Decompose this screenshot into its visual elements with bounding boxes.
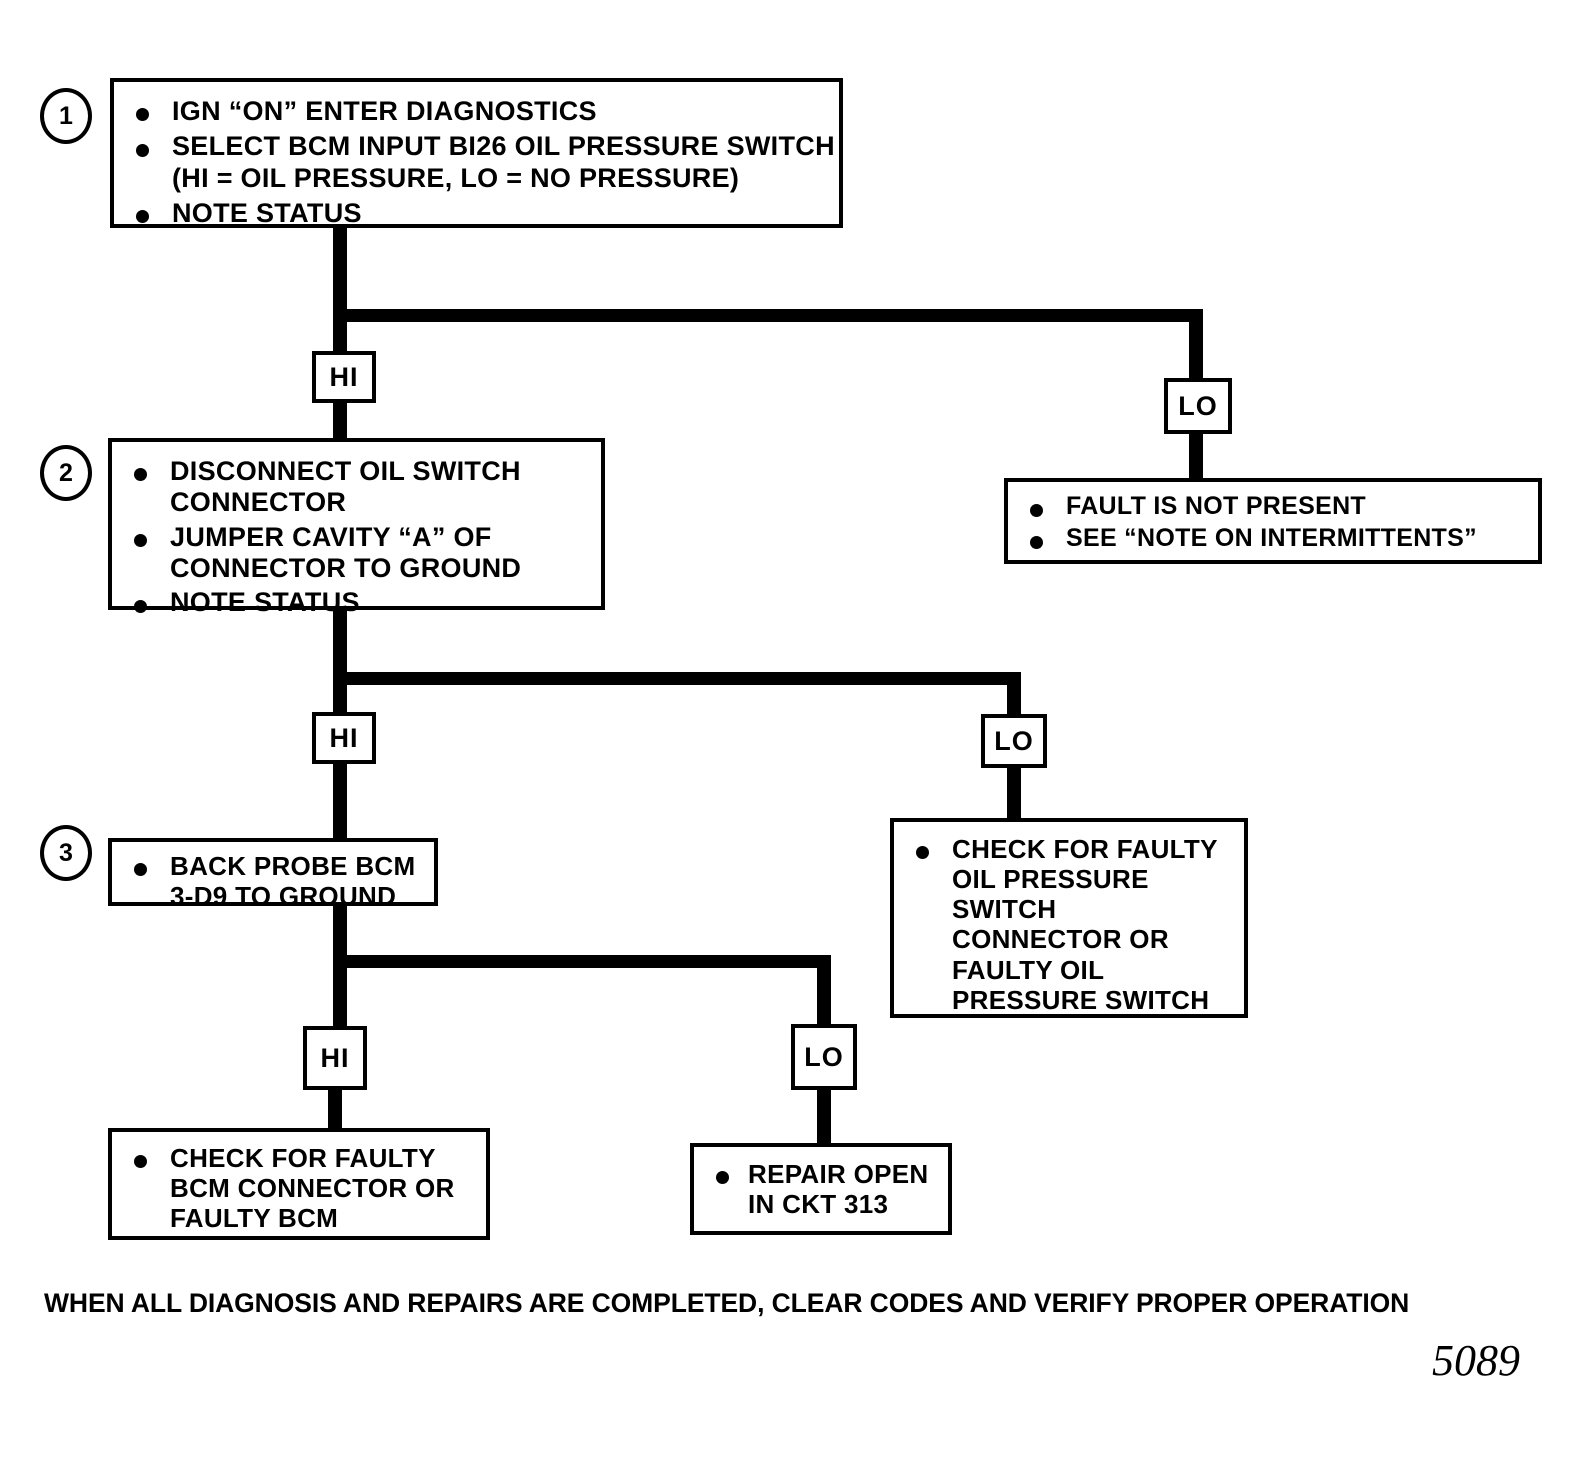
connector-branch2-horizontal [333,672,1021,685]
step-marker-2: 2 [40,445,92,501]
box-step-1-line: (HI = OIL PRESSURE, LO = NO PRESSURE) [172,162,740,193]
box-step-2: DISCONNECT OIL SWITCH CONNECTOR JUMPER C… [108,438,605,617]
connector-step2-down [333,608,347,688]
box-fault-not-present: FAULT IS NOT PRESENT SEE “NOTE ON INTERM… [1004,478,1542,564]
box-fault-line: SEE “NOTE ON INTERMITTENTS” [1008,524,1538,553]
connector-lo3-below [817,1087,831,1149]
connector-step1-down [333,226,347,322]
step-marker-3: 3 [40,825,92,881]
connector-hi1-below [333,400,347,446]
box-repair-open-line: IN CKT 313 [748,1189,889,1220]
box-faulty-bcm-line: CHECK FOR FAULTY [112,1143,486,1173]
box-step-2-line: JUMPER CAVITY “A” OF [112,522,601,553]
box-fault-line: FAULT IS NOT PRESENT [1008,492,1538,521]
box-oil-switch-line: CONNECTOR OR [952,924,1169,955]
connector-branch1-right-leg [1189,309,1203,381]
step-number-3: 3 [59,838,73,867]
box-oil-switch-line: FAULTY OIL [952,954,1105,985]
connector-branch2-right-leg [1007,672,1021,718]
tag-lo-1: LO [1164,378,1232,434]
tag-hi-2: HI [312,712,376,764]
connector-lo1-below [1189,431,1203,483]
step-number-2: 2 [59,458,73,487]
box-step-3: BACK PROBE BCM 3-D9 TO GROUND [108,838,438,911]
box-step-2-line: CONNECTOR [170,487,347,518]
connector-hi3-above [333,965,347,1031]
connector-hi2-above [333,683,347,717]
box-step-2-line: DISCONNECT OIL SWITCH [112,456,601,487]
connector-branch1-horizontal [333,309,1203,322]
figure-number: 5089 [1432,1336,1520,1385]
box-step-2-line: CONNECTOR TO GROUND [170,552,522,583]
tag-hi-3: HI [303,1026,367,1090]
box-step-3-line: 3-D9 TO GROUND [170,881,397,912]
box-step-2-line: NOTE STATUS [112,587,601,618]
connector-branch3-horizontal [333,955,831,968]
box-step-1-line: SELECT BCM INPUT BI26 OIL PRESSURE SWITC… [114,131,839,162]
box-oil-switch-line: PRESSURE SWITCH [952,984,1210,1015]
tag-lo-2: LO [981,714,1047,768]
box-faulty-bcm-line: FAULTY BCM [170,1203,339,1234]
step-marker-1: 1 [40,88,92,144]
step-number-1: 1 [59,101,73,130]
box-step-1-line: NOTE STATUS [114,198,839,229]
box-oil-switch-line: SWITCH [952,894,1057,925]
box-step-3-line: BACK PROBE BCM [112,851,434,881]
tag-lo-3: LO [791,1024,857,1090]
connector-hi3-below [328,1087,342,1133]
connector-lo2-below [1007,765,1021,823]
box-step-1: IGN “ON” ENTER DIAGNOSTICS SELECT BCM IN… [110,78,843,228]
footer-note: WHEN ALL DIAGNOSIS AND REPAIRS ARE COMPL… [44,1288,1410,1318]
box-faulty-bcm-line: BCM CONNECTOR OR [170,1173,455,1204]
box-oil-switch-line: CHECK FOR FAULTY [894,834,1244,864]
box-step-1-line: IGN “ON” ENTER DIAGNOSTICS [114,96,839,127]
box-repair-open-line: REPAIR OPEN [694,1159,948,1189]
connector-hi1-above [333,318,347,358]
tag-hi-1: HI [312,351,376,403]
box-faulty-oil-switch: CHECK FOR FAULTY OIL PRESSURE SWITCH CON… [890,818,1248,1018]
connector-branch3-right-leg [817,955,831,1029]
box-oil-switch-line: OIL PRESSURE [952,864,1149,895]
box-repair-open: REPAIR OPEN IN CKT 313 [690,1143,952,1235]
connector-hi2-below [333,761,347,843]
box-faulty-bcm: CHECK FOR FAULTY BCM CONNECTOR OR FAULTY… [108,1128,490,1240]
